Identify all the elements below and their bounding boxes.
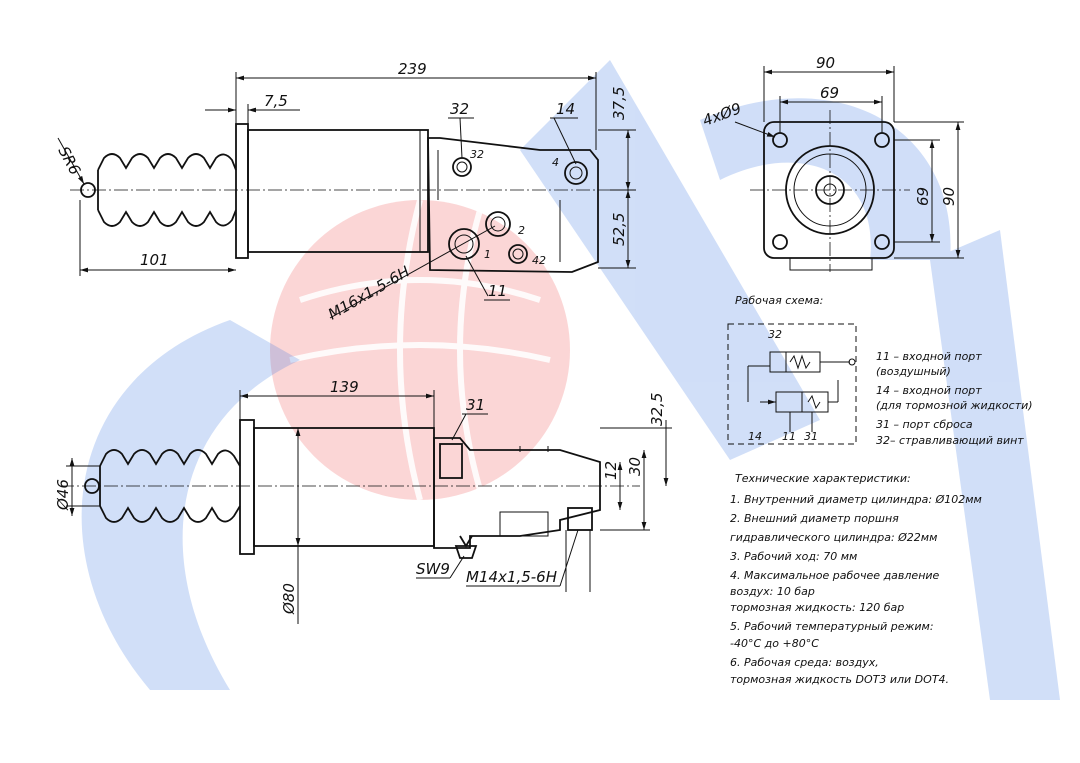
technical-specs: Технические характеристики: 1. Внутренни… bbox=[730, 472, 982, 686]
spec-line: 2. Внешний диаметр поршня bbox=[730, 512, 899, 525]
dim-69-side: 69 bbox=[914, 187, 932, 206]
dim-37-5: 37,5 bbox=[610, 87, 628, 120]
watermark-red-globe bbox=[270, 200, 570, 500]
label-2: 2 bbox=[518, 224, 525, 237]
spec-line: -40°C до +80°C bbox=[730, 637, 819, 650]
spec-line: 5. Рабочий температурный режим: bbox=[730, 620, 934, 633]
spec-line: 4. Максимальное рабочее давление bbox=[730, 569, 940, 582]
schema-title: Рабочая схема: bbox=[735, 294, 823, 307]
watermark-blue-swoosh bbox=[81, 60, 1060, 700]
dim-69-top: 69 bbox=[820, 84, 839, 102]
dim-sw9: SW9 bbox=[416, 560, 450, 578]
label-4: 4 bbox=[552, 156, 559, 169]
working-schema: Рабочая схема: 32 14 11 31 11 – входной … bbox=[727, 294, 1033, 447]
spec-line: тормозная жидкость: 120 бар bbox=[730, 601, 904, 614]
spec-line: тормозная жидкость DOT3 или DOT4. bbox=[730, 673, 949, 686]
label-14: 14 bbox=[556, 100, 575, 118]
dim-d80: Ø80 bbox=[280, 583, 298, 615]
dim-90-top: 90 bbox=[816, 54, 835, 72]
schema-port-32: 32 bbox=[768, 328, 782, 341]
spec-line: 1. Внутренний диаметр цилиндра: Ø102мм bbox=[730, 493, 982, 506]
label-32: 32 bbox=[450, 100, 469, 118]
dim-101: 101 bbox=[140, 251, 169, 269]
label-42: 42 bbox=[532, 254, 546, 267]
dim-d46: Ø46 bbox=[54, 479, 72, 511]
spec-line: гидравлического цилиндра: Ø22мм bbox=[730, 531, 937, 544]
dim-32-5: 32,5 bbox=[648, 393, 666, 426]
dim-239: 239 bbox=[398, 60, 427, 78]
dim-sr6: SR6 bbox=[54, 143, 84, 177]
dim-30: 30 bbox=[626, 457, 644, 476]
spec-line: 3. Рабочий ход: 70 мм bbox=[730, 550, 857, 563]
watermark bbox=[81, 60, 1060, 700]
label-31: 31 bbox=[466, 396, 485, 414]
legend-line: 11 – входной порт bbox=[876, 350, 982, 363]
schema-port-31: 31 bbox=[804, 430, 818, 443]
label-11: 11 bbox=[488, 282, 507, 300]
bellows-boot-bottom bbox=[84, 449, 241, 523]
bellows-boot-top bbox=[80, 153, 237, 227]
label-1: 1 bbox=[484, 248, 491, 261]
legend-line: 31 – порт сброса bbox=[876, 418, 973, 431]
thread-m14: M14x1,5-6H bbox=[466, 568, 557, 586]
legend-line: (для тормозной жидкости) bbox=[876, 399, 1033, 412]
specs-title: Технические характеристики: bbox=[735, 472, 911, 485]
legend-line: (воздушный) bbox=[876, 365, 951, 378]
legend-line: 32– стравливающий винт bbox=[876, 434, 1024, 447]
schema-port-14: 14 bbox=[748, 430, 762, 443]
dim-90-side: 90 bbox=[940, 187, 958, 206]
schema-legend: 11 – входной порт (воздушный) 14 – входн… bbox=[876, 350, 1033, 447]
spec-line: 6. Рабочая среда: воздух, bbox=[730, 656, 879, 669]
bottom-view: 139 31 32,5 12 30 Ø46 Ø80 SW9 M14x1,5-6H bbox=[54, 378, 672, 624]
dim-7-5: 7,5 bbox=[264, 92, 288, 110]
legend-line: 14 – входной порт bbox=[876, 384, 982, 397]
schema-port-11: 11 bbox=[782, 430, 796, 443]
dim-52-5: 52,5 bbox=[610, 213, 628, 246]
spec-line: воздух: 10 бар bbox=[730, 585, 815, 598]
label-32-small: 32 bbox=[470, 148, 484, 161]
dim-12: 12 bbox=[602, 461, 620, 480]
dim-139: 139 bbox=[330, 378, 359, 396]
